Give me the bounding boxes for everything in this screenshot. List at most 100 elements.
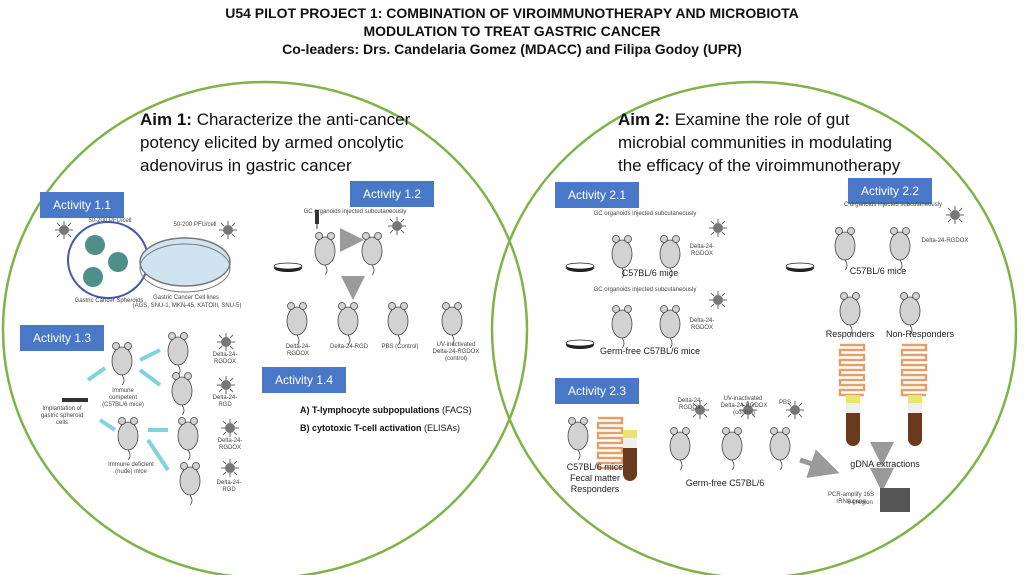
v4-label: V4 region [847, 500, 873, 506]
intestine-icon [900, 343, 928, 397]
injection-label: GC organoids injected subcutaneously [593, 211, 697, 217]
virus-label: Delta-24-RGDOX [689, 244, 715, 257]
virus-icon [945, 205, 965, 225]
mouse-icon [167, 332, 189, 376]
mouse-strain-label: C57BL/6 mice [621, 268, 679, 278]
assay-a: A) T-lymphocyte subpopulations (FACS) [300, 405, 472, 415]
sample-tube-icon [908, 395, 922, 446]
group-label: Delta-24-RGDOX (control) [432, 349, 480, 362]
virus-label: Delta-24-RGDOX (control) [720, 403, 768, 416]
activity-2-3: Activity 2.3 [555, 378, 639, 404]
virus-icon [387, 216, 407, 236]
injection-label: C organoids injected subcutaneously [843, 202, 943, 208]
virus-label: PBS [778, 400, 791, 406]
cell-line-dish [139, 237, 231, 293]
aim2-circle [490, 80, 1018, 575]
title-line-3: Co-leaders: Drs. Candelaria Gomez (MDACC… [282, 41, 742, 57]
mouse-icon [314, 232, 336, 276]
mouse-icon [834, 227, 856, 271]
activity-1-3: Activity 1.3 [20, 325, 104, 351]
activity-2-1: Activity 2.1 [555, 182, 639, 208]
organoid-dish-icon [565, 262, 595, 273]
group-label: UV-inactivated [436, 342, 476, 348]
virus-icon [216, 375, 236, 395]
injection-label: GC organoids injected subcutaneously [593, 287, 697, 293]
aim1-circle [1, 80, 529, 575]
organoid-dish-icon [273, 262, 303, 273]
mouse-icon [337, 302, 359, 346]
implantation-label: Implantation of gastric spheroid cells [40, 406, 84, 426]
pcr-label: PCR-amplify 16S rRNA gene [827, 492, 874, 505]
spheroid-dish [67, 221, 149, 299]
title-line-2: MODULATION TO TREAT GASTRIC CANCER [363, 23, 661, 39]
title-line-1: U54 PILOT PROJECT 1: COMBINATION OF VIRO… [225, 5, 799, 21]
cell-lines-list: (AGS, SNU-1, MKN-45, KATOIII, SNU-5) [132, 303, 242, 309]
fecal-label-3: Responders [570, 484, 620, 494]
organoid-dish-icon [785, 262, 815, 273]
group-label: Delta-24-RGD [212, 395, 238, 408]
virus-icon [220, 418, 240, 438]
sequencer-icon [880, 488, 910, 512]
virus-icon [708, 218, 728, 238]
mouse-icon [567, 417, 589, 461]
cell-lines-label: Gastric Cancer Cell lines [152, 295, 220, 301]
virus-label: Delta-24-RGDOX [689, 318, 715, 331]
sample-tube-icon [846, 395, 860, 446]
mouse-icon [286, 302, 308, 346]
syringe-icon [62, 398, 88, 402]
aim1-heading: Aim 1: Characterize the anti-cancer pote… [140, 110, 411, 175]
assay-b: B) cytotoxic T-cell activation (ELISAs) [300, 423, 461, 433]
germfree-label: Germ-free C57BL/6 [685, 478, 765, 488]
group-label: Delta-24-RGD [330, 344, 369, 350]
mouse-icon [721, 427, 743, 471]
injection-label: GC organoids injected subcutaneously [303, 209, 407, 215]
group-label: Delta-24-RGD [216, 480, 242, 493]
pfu-label: 50-200 PFU/cell [88, 218, 132, 224]
activity-1-2: Activity 1.2 [350, 181, 434, 207]
group-label: Delta-24-RGDOX [212, 352, 238, 365]
virus-icon [220, 458, 240, 478]
mouse-icon [611, 305, 633, 349]
mouse-strain-label: C57BL/6 mice [849, 266, 907, 276]
arrow [799, 449, 840, 478]
mouse-icon [441, 302, 463, 346]
nonresponders-label: Non-Responders [885, 329, 955, 339]
responders-label: Responders [825, 329, 875, 339]
virus-label: Delta-24-RGDOX [677, 398, 703, 411]
mouse-tumor-icon [659, 305, 681, 349]
intestine-icon [596, 416, 624, 470]
activity-1-1: Activity 1.1 [40, 192, 124, 218]
fecal-label-1: C57BL/6 mice [566, 462, 624, 472]
group-label: Delta-24-RGDOX [217, 438, 243, 451]
virus-label: UV-inactivated [723, 396, 763, 402]
mouse-icon [117, 417, 139, 461]
activity-2-2: Activity 2.2 [848, 178, 932, 204]
fecal-label-2: Fecal matter [569, 473, 620, 483]
intestine-icon [838, 343, 866, 397]
gdna-label: gDNA extractions [850, 459, 920, 469]
mouse-icon [387, 302, 409, 346]
spheroids-label: Gastric Cancer Spheroids [74, 298, 144, 304]
germfree-label: Germ-free C57BL/6 mice [599, 346, 701, 356]
virus-label: Delta-24-RGDOX [921, 238, 969, 244]
group-label: PBS (Control) [381, 344, 419, 350]
mouse-tumor-icon [361, 232, 383, 276]
virus-icon [708, 290, 728, 310]
mouse-tumor-icon [889, 227, 911, 271]
aim2-heading: Aim 2: Examine the role of gut microbial… [618, 110, 901, 175]
cyan-arrows [86, 348, 170, 472]
immune-deficient-label: Immune deficient (nude) mice [108, 462, 154, 475]
virus-icon [216, 332, 236, 352]
group-label: Delta-24-RGDOX [285, 344, 311, 357]
mouse-icon [171, 372, 193, 416]
mouse-icon [111, 342, 133, 386]
mouse-icon [669, 427, 691, 471]
mouse-icon [179, 462, 201, 506]
mouse-icon [177, 417, 199, 461]
mouse-icon [769, 427, 791, 471]
immune-competent-label: Immune competent (C57BL/6 mice) [102, 388, 144, 408]
pfu-label: 50-200 PFU/cell [173, 222, 217, 228]
virus-icon [54, 220, 74, 240]
activity-1-4: Activity 1.4 [262, 367, 346, 393]
